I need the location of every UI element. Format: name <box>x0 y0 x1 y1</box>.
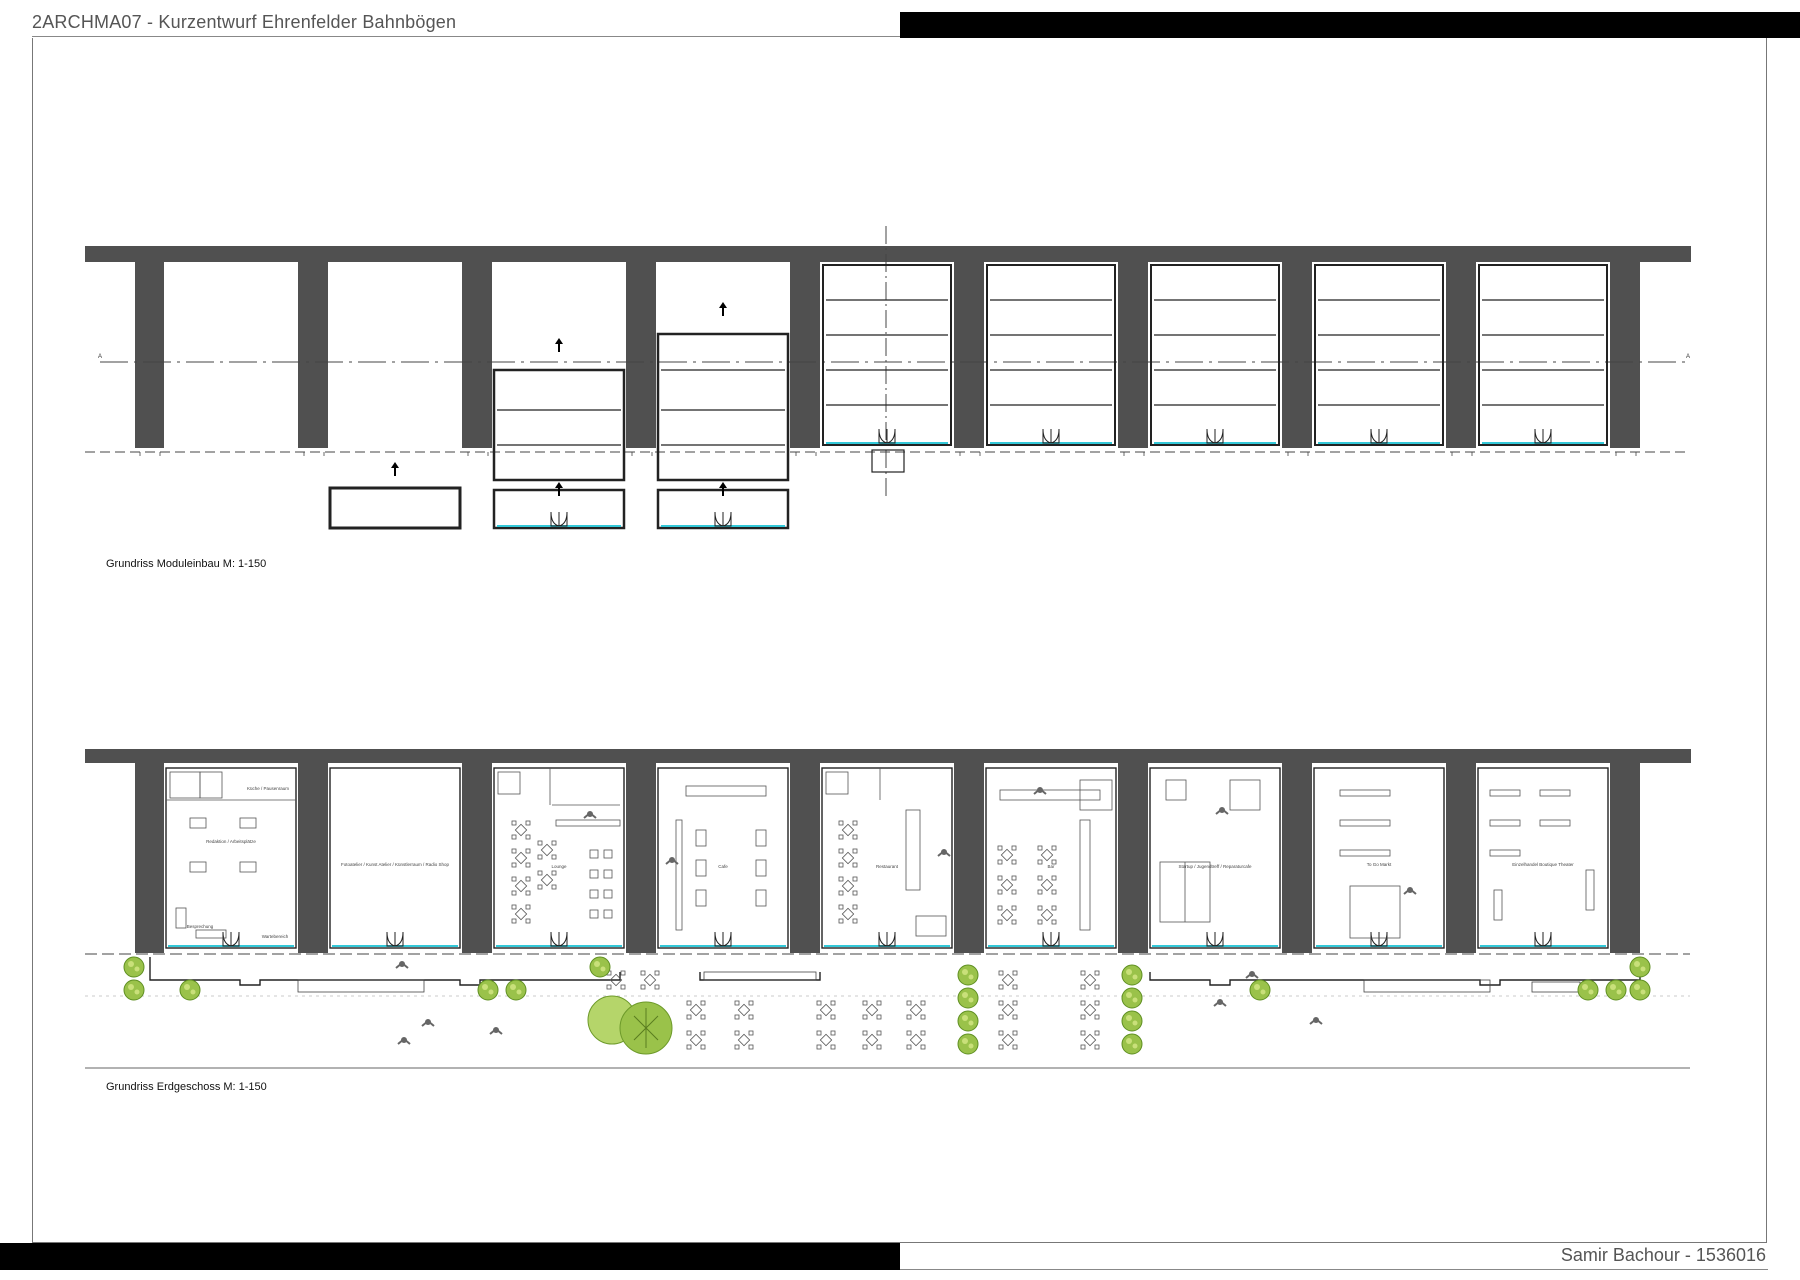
module-plan-caption: Grundriss Moduleinbau M: 1-150 <box>106 558 267 570</box>
footer-black-band <box>0 1243 900 1270</box>
ground-ticks <box>139 452 1637 456</box>
module-plan: A A <box>85 226 1691 530</box>
title-black-band <box>900 12 1800 38</box>
sliding-module-doors <box>550 511 732 527</box>
svg-text:A: A <box>1686 354 1690 360</box>
street-trees <box>123 956 1651 1055</box>
terrace-edge <box>149 957 1641 986</box>
entrance-step <box>871 449 905 473</box>
direction-arrows <box>390 301 728 497</box>
room-label-boutique: Einzelhandel Boutique Theater <box>1512 862 1574 867</box>
lower-slab <box>85 749 1691 763</box>
ground-floor-caption: Grundriss Erdgeschoss M: 1-150 <box>106 1081 267 1093</box>
room-outlines <box>165 767 1609 949</box>
upper-piers <box>135 262 1640 448</box>
svg-text:A: A <box>98 354 102 360</box>
sheet-title: 2ARCHMA07 - Kurzentwurf Ehrenfelder Bahn… <box>32 12 457 32</box>
room-label-cafe: Cafe <box>718 864 728 869</box>
upper-slab <box>85 246 1691 262</box>
ground-floor-plan: Küche / Pausenraum Redaktion / Arbeitspl… <box>85 749 1691 1069</box>
room-label-restaurant: Restaurant <box>876 864 899 869</box>
title-block: 2ARCHMA07 - Kurzentwurf Ehrenfelder Bahn… <box>0 0 1800 38</box>
author-label: Samir Bachour - 1536016 <box>1560 1245 1766 1265</box>
footer-underline <box>900 1269 1768 1270</box>
room-label-editorial: Redaktion / Arbeitsplätze <box>206 839 256 844</box>
room-label-atelier: Fotoatelier / Kunst Atelier / Künstlerra… <box>341 862 450 867</box>
outdoor-tables <box>606 970 1100 1050</box>
room-label-togo: To Go Markt <box>1367 862 1392 867</box>
room-label-bar: Bar <box>1047 864 1055 869</box>
sliding-modules <box>328 332 790 530</box>
large-trees <box>587 995 673 1055</box>
room-label-waiting: Wartebereich <box>262 934 289 939</box>
room-label-kitchen: Küche / Pausenraum <box>247 786 289 791</box>
room-label-meeting: Besprechung <box>187 924 214 929</box>
room-label-startup: Startup / Jugendtreff / Reparaturcafe <box>1179 864 1252 869</box>
lower-piers <box>135 763 1640 953</box>
room-labels: Küche / Pausenraum Redaktion / Arbeitspl… <box>187 786 1574 939</box>
sheet-frame <box>32 38 1767 1243</box>
room-doors <box>222 931 1552 947</box>
full-modules <box>822 264 1608 446</box>
title-underline <box>32 36 900 37</box>
room-label-lounge: Lounge <box>551 864 567 869</box>
interior-details <box>166 768 1595 939</box>
